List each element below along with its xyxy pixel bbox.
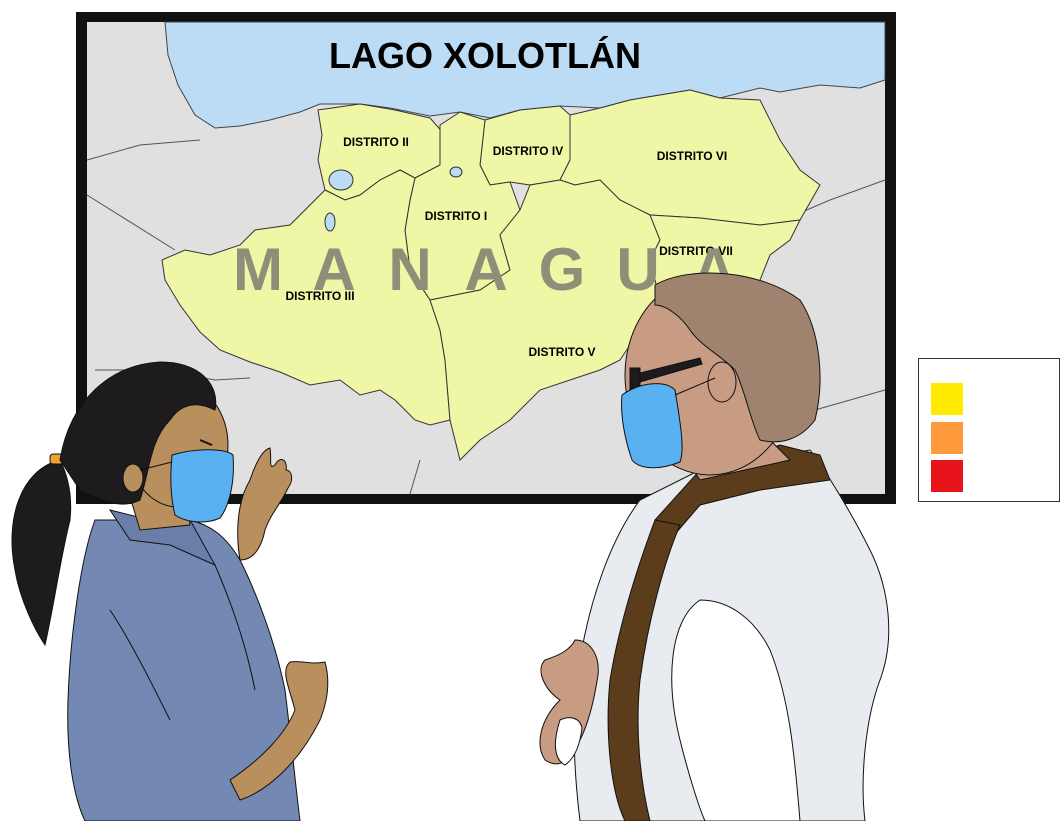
man-bag-strap bbox=[607, 519, 681, 821]
district-v-shape bbox=[429, 179, 661, 461]
lagoon-icon bbox=[324, 212, 336, 232]
woman-raised-hand bbox=[237, 447, 293, 561]
man-ear bbox=[707, 361, 737, 403]
districts bbox=[161, 89, 821, 461]
woman-ear bbox=[122, 463, 144, 493]
district-iii-shape bbox=[161, 169, 451, 426]
woman-eye bbox=[199, 439, 213, 446]
legend-swatch-orange bbox=[931, 422, 963, 454]
district-label-vi: DISTRITO VI bbox=[657, 149, 727, 163]
district-label-iv: DISTRITO IV bbox=[493, 144, 563, 158]
district-label-i: DISTRITO I bbox=[425, 209, 487, 223]
woman-lower-hand bbox=[229, 661, 329, 801]
man-figure bbox=[539, 272, 890, 821]
legend bbox=[918, 358, 1060, 502]
district-label-v: DISTRITO V bbox=[528, 345, 595, 359]
woman-hair bbox=[59, 361, 217, 505]
lake-label: LAGO XOLOTLÁN bbox=[329, 35, 641, 76]
lagoon-icon bbox=[328, 169, 354, 191]
woman-figure bbox=[11, 361, 329, 821]
woman-mask bbox=[170, 449, 234, 523]
city-letter: M bbox=[233, 236, 283, 303]
city-letter: G bbox=[539, 236, 586, 303]
legend-swatch-yellow bbox=[931, 383, 963, 415]
man-watch-icon bbox=[554, 717, 583, 766]
woman-ponytail bbox=[11, 459, 72, 647]
district-label-ii: DISTRITO II bbox=[343, 135, 409, 149]
city-letter: U bbox=[616, 236, 659, 303]
man-hand bbox=[539, 639, 599, 765]
district-label-iii: DISTRITO III bbox=[285, 289, 354, 303]
city-letter: A bbox=[464, 236, 507, 303]
lagoon-icon bbox=[449, 166, 463, 178]
man-mask bbox=[621, 383, 683, 469]
city-letter: A bbox=[312, 236, 355, 303]
district-label-vii: DISTRITO VII bbox=[659, 244, 733, 258]
legend-swatch-red bbox=[931, 460, 963, 492]
man-hair bbox=[654, 272, 821, 443]
man-sleeve bbox=[671, 599, 801, 821]
city-letter: N bbox=[388, 236, 431, 303]
map-poster: LAGO XOLOTLÁN DISTRITO II DISTRITO IV DI… bbox=[76, 12, 896, 504]
